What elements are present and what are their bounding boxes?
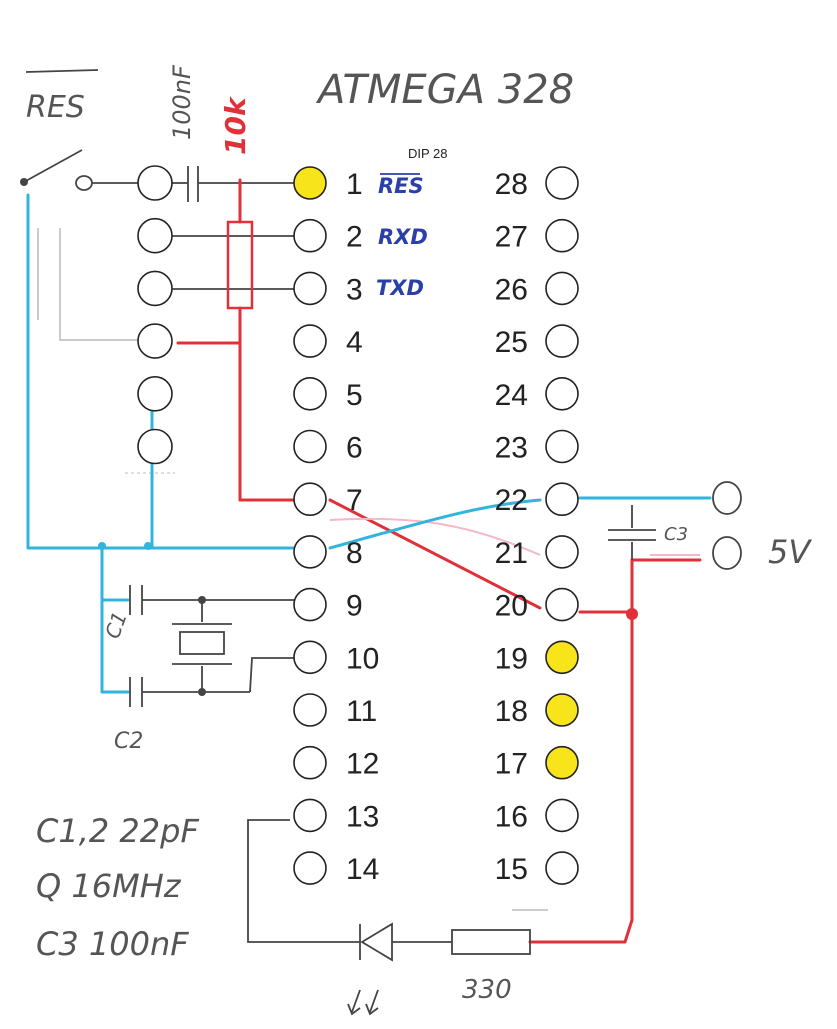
pin-number-14: 14	[346, 853, 379, 886]
pin-12	[293, 745, 327, 780]
pin-6	[293, 429, 327, 464]
pin-number-20: 20	[495, 590, 528, 623]
faint-wire	[59, 228, 138, 341]
signal-res: RES	[378, 174, 424, 198]
pin-number-17: 17	[495, 748, 528, 781]
pin-24	[545, 376, 579, 411]
header-pin	[137, 323, 173, 359]
led-circuit	[247, 819, 548, 1016]
pin-number-24: 24	[495, 379, 528, 412]
pin-number-15: 15	[495, 853, 528, 886]
c1-label: C1	[100, 608, 132, 641]
pin-17	[545, 745, 579, 780]
pin-28	[545, 166, 579, 200]
c3-capacitor	[608, 505, 656, 560]
pin-number-11: 11	[346, 695, 377, 728]
pin-23	[545, 429, 579, 464]
chip-title: ATMEGA 328	[315, 67, 574, 113]
pin-8	[293, 535, 327, 569]
cap-value-label: 100nF	[168, 64, 196, 140]
header-pin	[137, 375, 173, 412]
pin-number-5: 5	[346, 379, 363, 412]
supply-label: 5V	[768, 533, 812, 571]
pin-21	[545, 535, 579, 569]
right-pin-column: 28 27 26 25 24 23 22 21 20 19 18 17 16 15	[495, 166, 579, 886]
pin-5	[293, 376, 327, 411]
pin-11	[293, 693, 327, 727]
pullup-resistor	[176, 178, 298, 502]
pin-25	[545, 324, 579, 358]
pin-2	[293, 218, 327, 253]
pin-15	[545, 851, 579, 885]
c2-label: C2	[114, 729, 143, 754]
pin-19	[545, 640, 579, 675]
reset-overline	[25, 69, 99, 73]
header-pins	[137, 165, 173, 465]
pin-13	[293, 798, 327, 833]
resistor-value-label: 10k	[219, 95, 252, 155]
pin-27	[545, 218, 579, 253]
pin-number-26: 26	[495, 273, 528, 306]
reset-capacitor	[172, 166, 296, 202]
crystal-caps	[129, 585, 296, 707]
pin-number-13: 13	[346, 800, 379, 833]
legend-line-1: C1,2 22pF	[36, 812, 199, 850]
legend-line-3: C3 100nF	[36, 925, 189, 963]
pin-number-8: 8	[346, 537, 363, 570]
faint-pink-wire	[329, 517, 541, 556]
pin-4	[293, 324, 327, 358]
pin-number-22: 22	[495, 484, 528, 517]
pin-number-3: 3	[346, 273, 363, 306]
pin-10	[293, 640, 327, 675]
header-pin	[137, 428, 173, 465]
pin-number-9: 9	[346, 590, 363, 623]
header-pin	[137, 270, 173, 307]
pin-number-27: 27	[495, 221, 528, 254]
vcc-terminal	[712, 536, 742, 570]
reset-label: RES	[26, 90, 85, 125]
pin-3	[293, 271, 327, 306]
pin-number-28: 28	[495, 168, 528, 201]
pin-number-23: 23	[495, 432, 528, 465]
c3-label: C3	[664, 524, 688, 545]
pin-number-21: 21	[495, 537, 528, 570]
pin-22	[545, 482, 579, 517]
pin-number-7: 7	[346, 484, 363, 517]
pin-20	[545, 587, 579, 622]
pin-26	[545, 271, 579, 306]
pin-number-18: 18	[495, 695, 528, 728]
pin-number-2: 2	[346, 221, 363, 254]
pin-16	[545, 798, 579, 833]
pin-number-19: 19	[495, 642, 528, 675]
pin-14	[293, 851, 327, 885]
reset-switch	[20, 149, 138, 191]
pin-number-1: 1	[346, 168, 363, 201]
header-pin	[137, 165, 173, 201]
crystal	[172, 600, 232, 692]
pin-number-4: 4	[346, 326, 363, 359]
legend-line-2: Q 16MHz	[36, 867, 182, 905]
gnd-terminal	[712, 481, 742, 515]
pin-number-12: 12	[346, 748, 379, 781]
pin-number-16: 16	[495, 800, 528, 833]
header-pin	[137, 217, 173, 254]
pin-18	[545, 693, 579, 727]
signal-txd: TXD	[376, 276, 424, 300]
package-label: DIP 28	[408, 146, 448, 161]
pin-1	[293, 166, 327, 200]
pin-9	[293, 587, 327, 622]
pin-number-25: 25	[495, 326, 528, 359]
signal-rxd: RXD	[378, 225, 428, 249]
led-resistor-label: 330	[462, 975, 512, 1005]
pin-number-10: 10	[346, 642, 379, 675]
pin-number-6: 6	[346, 432, 363, 465]
pin-7	[293, 482, 327, 517]
